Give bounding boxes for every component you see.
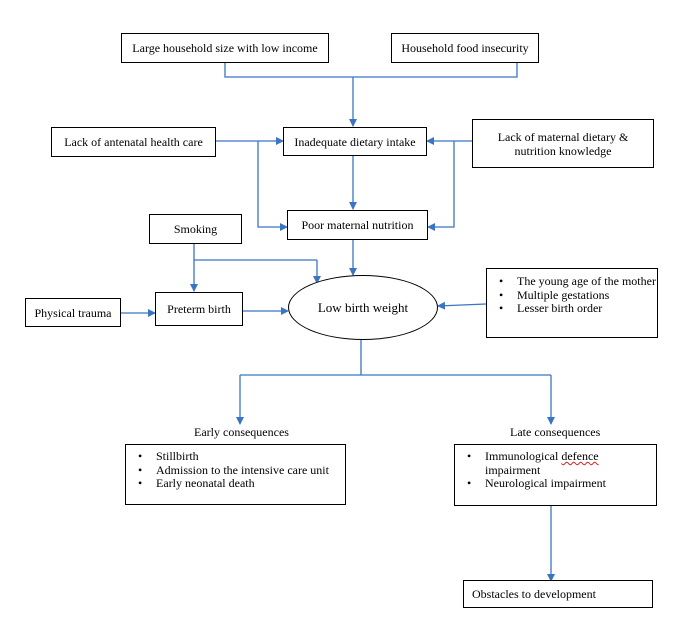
late-consequences-heading: Late consequences bbox=[510, 425, 601, 439]
connector-lbw-split bbox=[240, 340, 551, 376]
box-late-consequences: Immunological defence impairment Neurolo… bbox=[454, 444, 657, 506]
box-physical-trauma: Physical trauma bbox=[25, 298, 121, 327]
maternal-factors-list: The young age of the mother Multiple ges… bbox=[487, 274, 657, 316]
dietary-intake-text: Inadequate dietary intake bbox=[294, 134, 416, 149]
arrow-knowledge-to-nutrition bbox=[427, 141, 455, 231]
box-maternal-factors: The young age of the mother Multiple ges… bbox=[486, 268, 658, 338]
low-birth-weight-text: Low birth weight bbox=[317, 299, 409, 315]
list-item: Admission to the intensive care unit bbox=[126, 463, 345, 478]
box-large-household: Large household size with low income bbox=[121, 33, 329, 63]
box-poor-nutrition: Poor maternal nutrition bbox=[287, 210, 428, 240]
box-antenatal-care: Lack of antenatal health care bbox=[51, 127, 216, 157]
spellcheck-flag: defence bbox=[561, 449, 599, 463]
box-preterm-birth: Preterm birth bbox=[155, 292, 243, 326]
arrow-antenatal-to-nutrition bbox=[257, 141, 288, 231]
box-smoking: Smoking bbox=[149, 214, 242, 244]
list-item: Immunological defence impairment bbox=[455, 449, 656, 477]
poor-nutrition-text: Poor maternal nutrition bbox=[301, 218, 414, 232]
arrow-factors-to-lbw bbox=[437, 301, 487, 310]
early-consequences-heading: Early consequences bbox=[194, 425, 289, 439]
preterm-birth-text: Preterm birth bbox=[167, 302, 231, 316]
list-item: Stillbirth bbox=[126, 449, 345, 464]
connector-food-insecurity bbox=[353, 63, 518, 78]
box-dietary-intake: Inadequate dietary intake bbox=[283, 127, 427, 156]
antenatal-care-text: Lack of antenatal health care bbox=[64, 135, 203, 149]
physical-trauma-text: Physical trauma bbox=[34, 305, 112, 320]
box-knowledge: Lack of maternal dietary & nutrition kno… bbox=[472, 119, 654, 168]
late-consequences-list: Immunological defence impairment Neurolo… bbox=[455, 449, 656, 491]
box-food-insecurity: Household food insecurity bbox=[391, 33, 539, 63]
early-consequences-list: Stillbirth Admission to the intensive ca… bbox=[126, 449, 345, 491]
ellipse-low-birth-weight: Low birth weight bbox=[288, 275, 438, 340]
list-item: Lesser birth order bbox=[487, 301, 657, 316]
list-item: The young age of the mother bbox=[487, 274, 657, 289]
list-item: Neurological impairment bbox=[455, 476, 656, 491]
food-insecurity-text: Household food insecurity bbox=[401, 41, 529, 55]
list-item: Early neonatal death bbox=[126, 476, 345, 491]
connector-household-size bbox=[224, 63, 353, 78]
large-household-text: Large household size with low income bbox=[132, 41, 318, 55]
box-early-consequences: Stillbirth Admission to the intensive ca… bbox=[125, 444, 346, 505]
smoking-text: Smoking bbox=[173, 222, 218, 236]
list-item: Multiple gestations bbox=[487, 288, 657, 303]
knowledge-text: Lack of maternal dietary & nutrition kno… bbox=[497, 129, 629, 158]
connector-smoking bbox=[193, 244, 317, 261]
box-obstacles: Obstacles to development bbox=[463, 580, 653, 608]
obstacles-text: Obstacles to development bbox=[472, 587, 596, 601]
